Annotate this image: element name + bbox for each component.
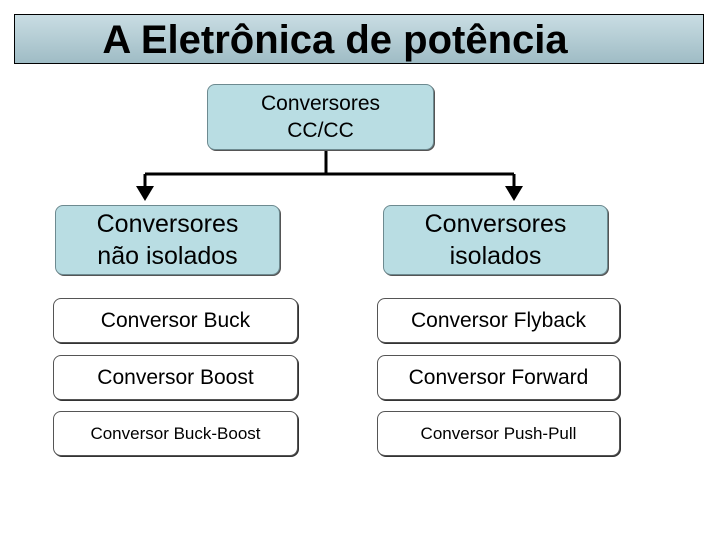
category-node-isolated: Conversores isolados xyxy=(383,205,608,275)
arrow-down-left-icon xyxy=(136,186,154,201)
root-node: Conversores CC/CC xyxy=(207,84,434,150)
leaf-node-boost: Conversor Boost xyxy=(53,355,298,400)
category-line-1: Conversores xyxy=(424,210,567,238)
root-node-line-1: Conversores xyxy=(260,92,381,115)
page-title: A Eletrônica de potência xyxy=(102,18,568,62)
leaf-node-buck: Conversor Buck xyxy=(53,298,298,343)
leaf-node-forward: Conversor Forward xyxy=(377,355,620,400)
leaf-node-push-pull: Conversor Push-Pull xyxy=(377,411,620,456)
category-line-1: Conversores xyxy=(96,210,239,238)
root-node-line-2: CC/CC xyxy=(287,119,354,142)
category-node-non-isolated: Conversores não isolados xyxy=(55,205,280,275)
title-bar xyxy=(14,14,704,64)
leaf-node-buck-boost: Conversor Buck-Boost xyxy=(53,411,298,456)
arrow-down-right-icon xyxy=(505,186,523,201)
leaf-node-flyback: Conversor Flyback xyxy=(377,298,620,343)
category-line-2: isolados xyxy=(449,242,542,270)
category-line-2: não isolados xyxy=(97,242,238,270)
